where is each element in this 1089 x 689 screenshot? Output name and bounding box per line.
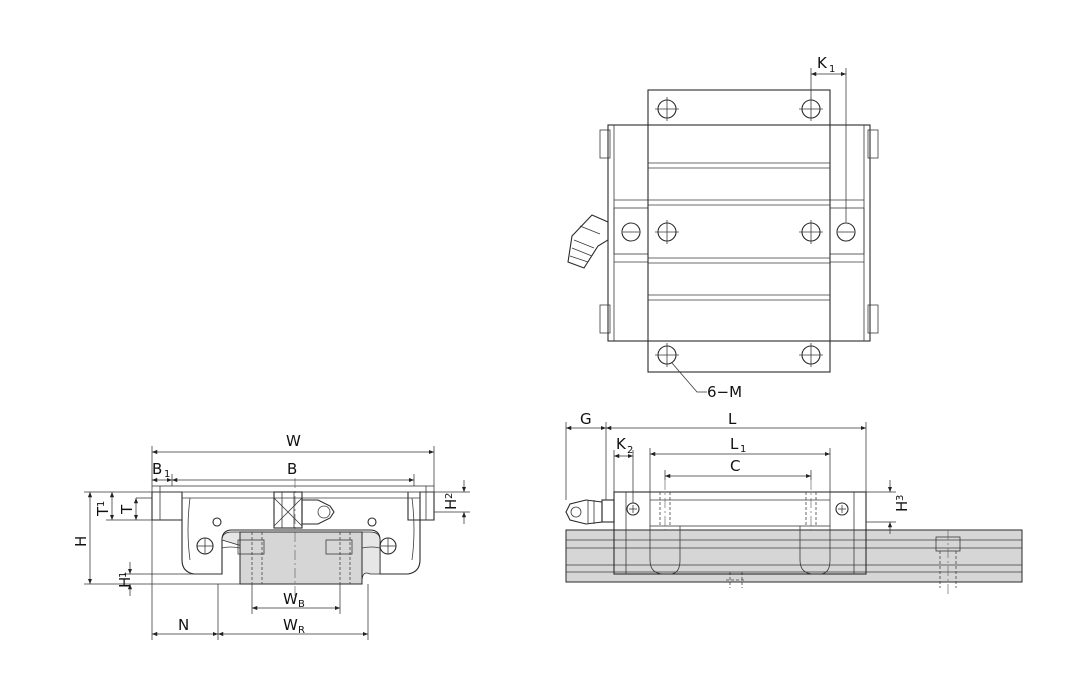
mounting-hole-icon <box>655 97 823 367</box>
dim-t-label: T <box>118 504 136 515</box>
dim-h1-sub: 1 <box>118 572 129 578</box>
dim-k2-sub: 2 <box>627 445 633 456</box>
dim-k2-label: K <box>616 435 627 453</box>
dim-k1-sub: 1 <box>829 64 835 75</box>
dim-wb-sub: B <box>298 599 305 610</box>
dim-t1-sub: 1 <box>96 501 107 507</box>
grease-nipple-side-icon <box>565 499 615 525</box>
dim-h3-sub: 3 <box>895 495 906 501</box>
rail-front <box>239 531 363 585</box>
dim-6m-label: 6−M <box>707 383 742 401</box>
top-view-frame <box>607 124 871 342</box>
rail-side <box>565 529 1023 583</box>
dim-b-label: B <box>287 460 297 478</box>
dim-g-label: G <box>580 410 592 428</box>
dim-wr-label: W <box>283 616 298 634</box>
dim-wr-sub: R <box>298 625 305 636</box>
dim-t1-label: T <box>94 506 112 517</box>
dim-b1-sub: 1 <box>164 469 170 480</box>
grease-nipple-icon <box>567 214 609 269</box>
dim-l1-label: L <box>730 435 739 453</box>
dim-wb-label: W <box>283 590 298 608</box>
dim-l1-sub: 1 <box>740 444 746 455</box>
top-view: K 1 6−M <box>567 54 879 401</box>
dim-l-label: L <box>728 410 737 428</box>
dim-c-label: C <box>730 457 740 475</box>
dim-h2-label: H <box>442 499 460 510</box>
carriage-block-front <box>152 491 435 575</box>
dim-h1-label: H <box>116 577 134 588</box>
front-view: W B B 1 H 2 H T 1 T H 1 <box>72 432 470 640</box>
dim-b1-label: B <box>152 460 162 478</box>
dim-h-label: H <box>72 536 90 547</box>
carriage-block-top <box>647 89 831 373</box>
dim-w-label: W <box>286 432 301 450</box>
side-view: G L K 2 L 1 C H 3 <box>565 410 1023 595</box>
grease-fitting-front-icon <box>273 491 335 529</box>
dim-k1-label: K <box>817 54 828 72</box>
dim-n-label: N <box>178 616 189 634</box>
dim-h3-label: H <box>893 501 911 512</box>
dim-h2-sub: 2 <box>444 493 455 499</box>
